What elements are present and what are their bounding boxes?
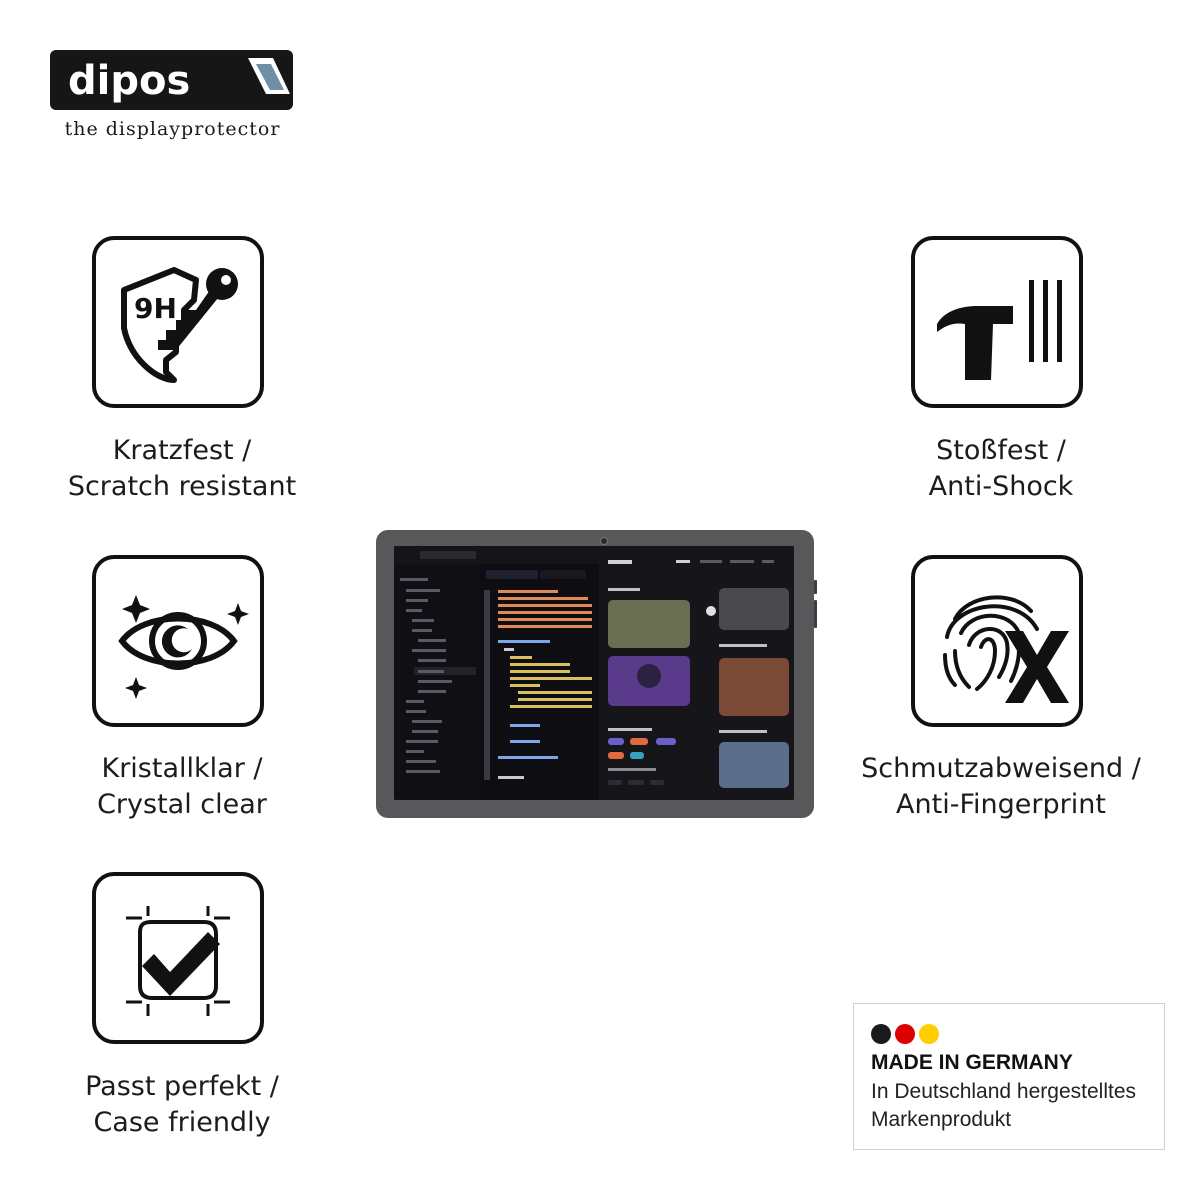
feature-caption-shock: Stoßfest / Anti-Shock: [928, 435, 1074, 502]
tablet-device: [376, 530, 817, 818]
eye-sparkle-icon: [118, 595, 249, 699]
checkmark-frame-icon: [126, 906, 230, 1016]
feature-caption-case: Passt perfekt / Case friendly: [85, 1071, 279, 1138]
feature-tile-scratch: 9H: [92, 236, 264, 408]
tablet-screen-artwork: [394, 546, 794, 800]
hammer-impact-icon: [937, 280, 1062, 380]
feature-caption-fingerprint: Schmutzabweisend / Anti-Fingerprint: [861, 753, 1141, 820]
made-in-line1: In Deutschland hergestelltes: [871, 1080, 1136, 1103]
feature-caption-clear: Kristallklar / Crystal clear: [97, 753, 267, 820]
feature-caption-scratch: Kratzfest / Scratch resistant: [67, 435, 297, 502]
dipos-logo: dipos: [50, 50, 293, 110]
flag-dot-gold: [919, 1024, 939, 1044]
feature-tile-case: [92, 872, 264, 1044]
flag-dot-black: [871, 1024, 891, 1044]
feature-tile-shock: [911, 236, 1083, 408]
feature-tile-fingerprint: [911, 555, 1083, 727]
tablet-screen: [394, 546, 794, 800]
logo-tagline: the displayprotector: [64, 118, 281, 140]
flag-dot-red: [895, 1024, 915, 1044]
shield-key-9h-icon: 9H: [121, 267, 238, 383]
made-in-germany-badge: MADE IN GERMANY In Deutschland hergestel…: [853, 1003, 1165, 1150]
made-in-line2: Markenprodukt: [871, 1108, 1012, 1131]
camera-icon: [600, 537, 608, 545]
feature-tile-clear: [92, 555, 264, 727]
logo-text: dipos: [68, 58, 190, 104]
made-in-title: MADE IN GERMANY: [871, 1051, 1073, 1074]
hardness-label: 9H: [134, 292, 177, 325]
fingerprint-x-icon: [943, 595, 1069, 703]
